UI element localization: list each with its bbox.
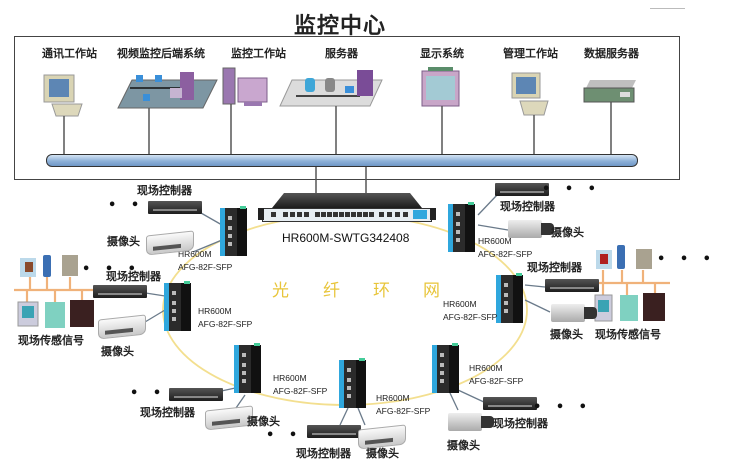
field-controller-icon[interactable] bbox=[545, 279, 599, 292]
camera-label: 摄像头 bbox=[366, 447, 399, 460]
camera-label: 摄像头 bbox=[247, 415, 280, 428]
sensor-bus-left bbox=[14, 277, 93, 302]
display-icon[interactable] bbox=[421, 67, 460, 107]
station-label-mgmt: 管理工作站 bbox=[503, 47, 558, 60]
ring-switch-node-2[interactable] bbox=[164, 281, 191, 331]
field-controller-icon[interactable] bbox=[307, 425, 361, 438]
ring-switch-node-6[interactable] bbox=[496, 273, 523, 323]
network-bus bbox=[46, 154, 638, 167]
ellipsis: • • • bbox=[266, 428, 325, 443]
controller-label: 现场控制器 bbox=[500, 200, 555, 213]
ring-switch-node-1[interactable] bbox=[220, 206, 247, 256]
ring-switch-node-3[interactable] bbox=[234, 343, 261, 393]
video-backend-icon[interactable] bbox=[117, 72, 218, 109]
monitor-workstation-icon[interactable] bbox=[222, 67, 268, 106]
ellipsis: • • • bbox=[82, 262, 141, 277]
controller-label: 现场控制器 bbox=[137, 184, 192, 197]
camera-label: 摄像头 bbox=[551, 226, 584, 239]
sensor-label: 现场传感信号 bbox=[595, 328, 661, 341]
sensor-icons-left bbox=[17, 255, 94, 328]
data-server-icon[interactable] bbox=[583, 80, 636, 103]
controller-label: 现场控制器 bbox=[296, 447, 351, 460]
field-controller-icon[interactable] bbox=[495, 183, 549, 196]
sensor-bus-right bbox=[590, 270, 670, 295]
ring-label-char: 光 bbox=[272, 281, 289, 301]
ring-label-char: 网 bbox=[423, 281, 440, 301]
core-switch-model: HR600M-SWTG342408 bbox=[282, 231, 410, 245]
camera-label: 摄像头 bbox=[101, 345, 134, 358]
box-camera-icon[interactable] bbox=[448, 413, 494, 431]
sensor-label: 现场传感信号 bbox=[18, 334, 84, 347]
field-controller-icon[interactable] bbox=[483, 397, 537, 410]
ring-label-char: 纤 bbox=[323, 281, 340, 301]
camera-label: 摄像头 bbox=[107, 235, 140, 248]
controller-label: 现场控制器 bbox=[493, 417, 548, 430]
camera-label: 摄像头 bbox=[550, 328, 583, 341]
station-links bbox=[63, 102, 612, 195]
station-label-comm: 通讯工作站 bbox=[42, 47, 97, 60]
station-label-monitor: 监控工作站 bbox=[231, 47, 286, 60]
ellipsis: • • • bbox=[533, 400, 592, 415]
ring-switch-node-4[interactable] bbox=[339, 358, 366, 408]
page-title: 监控中心 bbox=[293, 13, 386, 39]
box-camera-icon[interactable] bbox=[508, 220, 554, 238]
ring-switch-node-5[interactable] bbox=[432, 343, 459, 393]
sensor-icons-right bbox=[594, 245, 665, 322]
ellipsis: • • • bbox=[542, 182, 601, 197]
field-controller-icon[interactable] bbox=[93, 285, 147, 298]
server-group-icon[interactable] bbox=[279, 70, 383, 107]
station-label-data-server: 数据服务器 bbox=[584, 47, 639, 60]
station-label-server: 服务器 bbox=[325, 47, 358, 60]
field-controller-icon[interactable] bbox=[148, 201, 202, 214]
box-camera-icon[interactable] bbox=[551, 304, 597, 322]
controller-label: 现场控制器 bbox=[140, 406, 195, 419]
station-label-display: 显示系统 bbox=[420, 47, 464, 60]
ring-label-char: 环 bbox=[373, 281, 390, 301]
ring-switch-node-7[interactable] bbox=[448, 202, 475, 252]
workstation-icon[interactable] bbox=[511, 72, 549, 116]
station-label-video-backend: 视频监控后端系统 bbox=[117, 47, 205, 60]
camera-label: 摄像头 bbox=[447, 439, 480, 452]
core-switch-icon[interactable] bbox=[258, 193, 436, 227]
ellipsis: • • • bbox=[657, 252, 716, 267]
controller-label: 现场控制器 bbox=[527, 261, 582, 274]
controller-label: 现场控制器 bbox=[106, 270, 161, 283]
workstation-icon[interactable] bbox=[43, 74, 83, 117]
divider bbox=[650, 8, 685, 9]
field-controller-icon[interactable] bbox=[169, 388, 223, 401]
